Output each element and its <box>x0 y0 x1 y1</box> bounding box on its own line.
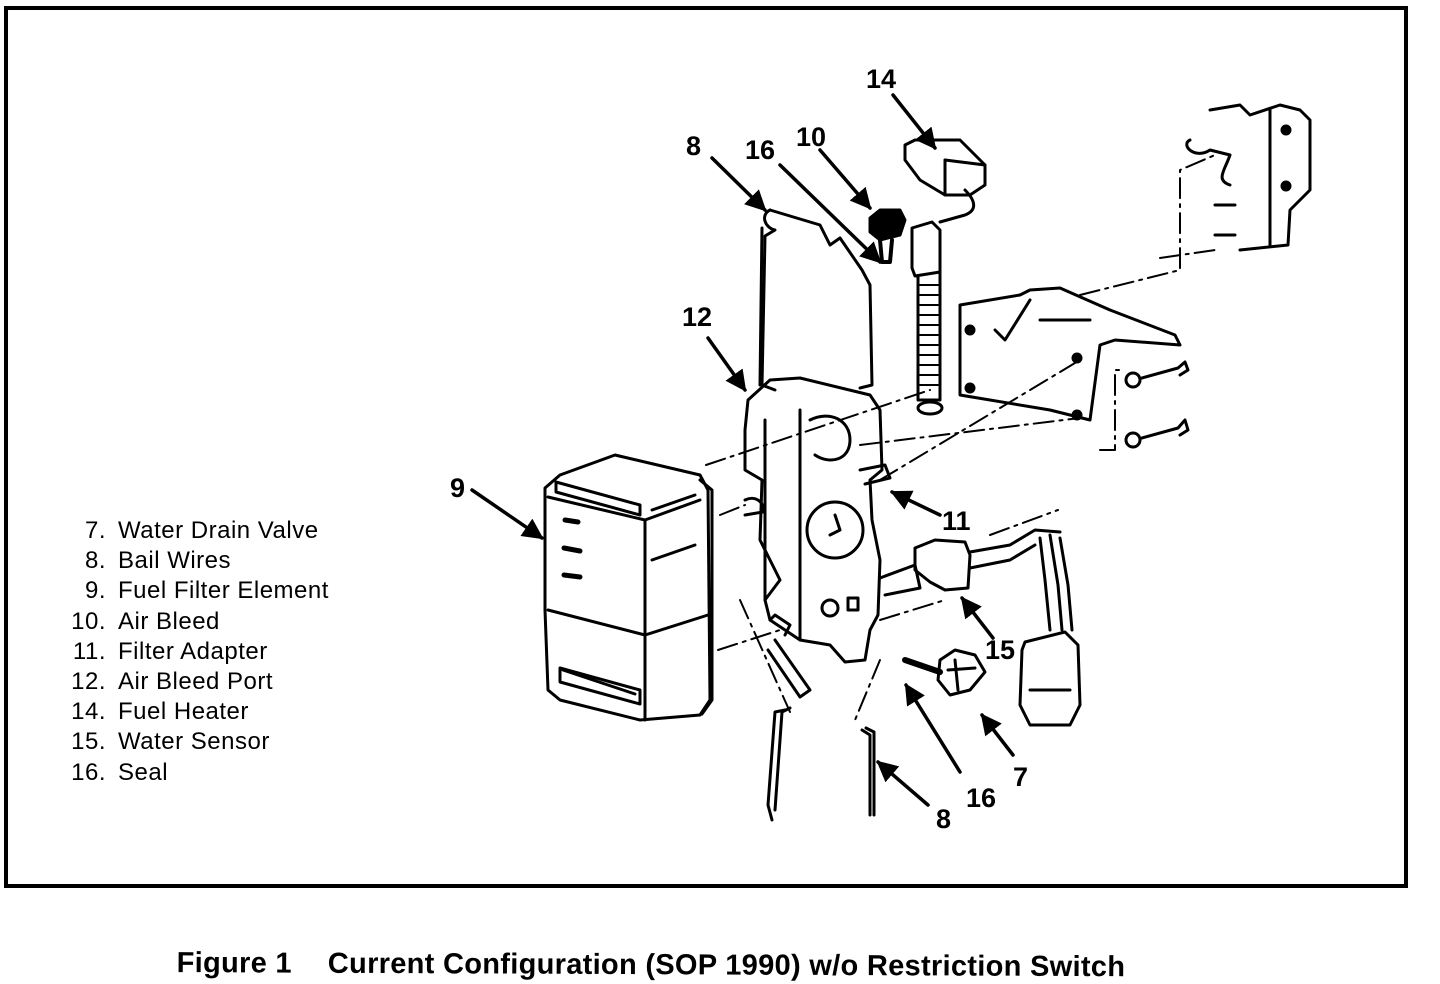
legend-number: 7. <box>84 517 106 544</box>
legend-number: 9. <box>84 577 106 605</box>
legend-item: 9. Fuel Filter Element <box>58 576 329 606</box>
arrow-10 <box>818 148 872 210</box>
legend-label: Filter Adapter <box>118 637 268 665</box>
legend-label: Air Bleed Port <box>118 668 274 696</box>
assembly-lines <box>705 154 1216 721</box>
legend-label: Fuel Heater <box>118 698 249 726</box>
callout-8-top: 8 <box>686 131 702 161</box>
legend-number: 15. <box>71 728 106 756</box>
legend-item: 16. Seal <box>58 758 329 788</box>
arrow-7 <box>980 713 1015 757</box>
legend-number: 8. <box>84 547 106 575</box>
bail-wire-upper <box>758 208 874 392</box>
legend-label: Water Sensor <box>118 728 270 756</box>
water-sensor <box>878 528 1082 727</box>
callout-15: 15 <box>985 635 1016 665</box>
bail-wire-lower <box>766 706 876 822</box>
figure-title: Current Configuration (SOP 1990) w/o Res… <box>327 947 1126 984</box>
filter-adapter <box>743 376 892 699</box>
arrow-16-top <box>778 163 882 264</box>
callout-12: 12 <box>682 302 713 332</box>
mounting-bracket <box>958 286 1182 422</box>
legend-number: 16. <box>71 758 106 786</box>
fuel-filter-element <box>543 453 714 722</box>
arrow-9 <box>470 488 544 540</box>
legend-item: 8. Bail Wires <box>58 546 329 576</box>
legend-label: Bail Wires <box>118 547 232 575</box>
exploded-view-illustration <box>470 93 1312 822</box>
legend-item: 11. Filter Adapter <box>58 637 329 667</box>
leader-arrows <box>470 93 1015 807</box>
legend-item: 12. Air Bleed Port <box>58 667 329 697</box>
legend-number: 10. <box>71 607 106 635</box>
arrow-8-bottom <box>876 760 930 807</box>
callout-8-bottom: 8 <box>936 804 952 834</box>
legend-number: 14. <box>71 698 106 726</box>
legend-label: Air Bleed <box>118 607 220 635</box>
callout-11: 11 <box>942 506 971 536</box>
callout-9: 9 <box>450 473 466 503</box>
arrow-16-bottom <box>904 683 962 774</box>
callout-7: 7 <box>1013 762 1029 792</box>
arrow-14 <box>891 93 937 150</box>
legend-label: Water Drain Valve <box>118 517 319 544</box>
callout-16-bottom: 16 <box>966 783 997 813</box>
arrow-15 <box>960 596 995 640</box>
legend-number: 12. <box>71 668 106 696</box>
callout-16-top: 16 <box>745 135 776 165</box>
arrow-11 <box>890 490 942 517</box>
arrow-8-top <box>710 156 767 212</box>
legend-label: Seal <box>118 758 169 786</box>
legend-number: 11. <box>72 637 106 665</box>
legend-item: 10. Air Bleed <box>58 607 329 637</box>
air-bleed <box>868 208 907 264</box>
arrow-12 <box>706 336 747 392</box>
legend-item: 14. Fuel Heater <box>58 697 329 727</box>
legend-label: Fuel Filter Element <box>118 577 329 605</box>
fuel-heater <box>903 138 987 416</box>
bolts-washers <box>1124 360 1190 449</box>
callout-10: 10 <box>796 122 827 152</box>
callout-14: 14 <box>866 64 897 94</box>
figure-caption: Figure 1 Current Configuration (SOP 1990)… <box>160 914 1126 984</box>
water-drain-valve <box>902 648 987 697</box>
figure-number: Figure 1 <box>176 947 292 980</box>
figure-border <box>4 6 1408 888</box>
legend-item: 15. Water Sensor <box>58 727 329 757</box>
legend-item: 7. Water Drain Valve <box>58 516 329 546</box>
parts-legend: 7. Water Drain Valve 8. Bail Wires 9. Fuel … <box>58 516 329 788</box>
rear-bracket <box>1185 103 1312 252</box>
